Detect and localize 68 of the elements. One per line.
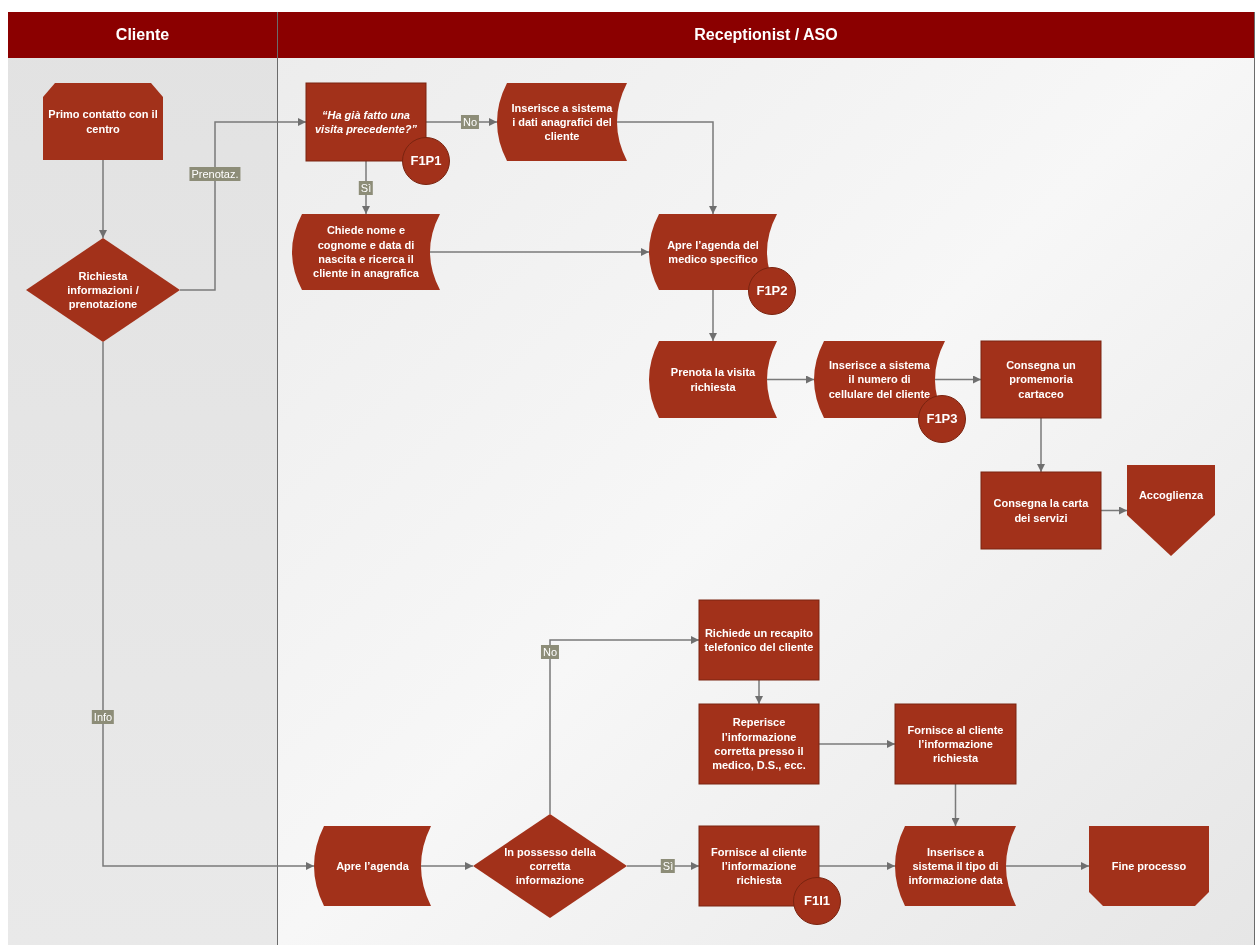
data-shape — [895, 826, 1016, 906]
node-label: Fornisce al cliente l’informazione richiesta — [906, 722, 1005, 766]
node-label: Inserisce a sistema il numero di cellulare del cliente — [827, 358, 932, 401]
process-box — [981, 341, 1101, 418]
reference-circle — [793, 877, 841, 925]
node-label: Chiede nome e cognome e data di nascita e ricerca il cliente in anagrafica — [312, 223, 420, 281]
process-box — [699, 704, 819, 784]
node-label: Accoglienza — [1138, 488, 1204, 503]
edge-label: No — [540, 645, 560, 659]
arrow — [102, 341, 315, 870]
decision-diamond — [473, 814, 627, 918]
arrow — [1100, 506, 1128, 515]
node-label: Fine processo — [1111, 858, 1187, 874]
process-box — [699, 600, 819, 680]
node-label: “Ha già fatto una visita precedente?” — [313, 107, 419, 137]
node-label: F1P2 — [756, 282, 788, 300]
node-label: F1P3 — [926, 410, 958, 428]
arrow — [420, 862, 474, 870]
arrow — [616, 121, 717, 215]
arrow — [709, 289, 717, 342]
data-shape — [649, 341, 777, 418]
node-label: Consegna la carta dei servizi — [992, 496, 1090, 525]
arrow — [429, 248, 650, 256]
arrow — [951, 783, 960, 827]
node-label: Prenota la visita richiesta — [669, 365, 757, 394]
arrow — [179, 118, 307, 291]
lane-header: Receptionist / ASO — [278, 12, 1254, 58]
node-label: Consegna un promemoria cartaceo — [1005, 358, 1077, 401]
arrow — [1005, 862, 1090, 870]
arrow — [818, 740, 896, 748]
data-shape — [292, 214, 440, 290]
edge-label: No — [460, 115, 480, 129]
node-label: Primo contatto con il centro — [48, 107, 158, 136]
node-label: Inserisce a sistema il tipo di informazione data — [907, 844, 1004, 888]
node-label: Inserisce a sistema i dati anagrafici del cliente — [510, 100, 614, 144]
edge-label: Sì — [358, 181, 374, 195]
reference-circle — [402, 137, 450, 185]
edge-label: Prenotaz. — [189, 167, 241, 181]
reference-circle — [748, 267, 796, 315]
node-label: Apre l’agenda del medico specifico — [666, 237, 760, 267]
data-shape — [497, 83, 627, 161]
swimlane — [8, 12, 278, 945]
node-label: In possesso della corretta informazione — [503, 844, 597, 888]
node-label: F1P1 — [410, 152, 442, 170]
node-label: Fornisce al cliente l’informazione richiesta — [710, 844, 808, 888]
arrow — [549, 636, 700, 815]
arrow — [99, 159, 107, 239]
process-box — [43, 83, 163, 160]
arrow — [766, 375, 815, 384]
node-label: Richiesta informazioni / prenotazione — [66, 268, 140, 312]
edge-label: Sì — [660, 859, 676, 873]
lane-header: Cliente — [8, 12, 277, 58]
arrow — [755, 679, 763, 705]
node-label: F1I1 — [804, 892, 830, 910]
process-box — [895, 704, 1016, 784]
node-label: Reperisce l’informazione corretta presso il medico, D.S., ecc. — [711, 715, 807, 773]
off-page-connector — [1127, 465, 1215, 556]
data-shape — [314, 826, 431, 906]
end-box — [1089, 826, 1209, 906]
arrow — [818, 862, 896, 870]
process-box — [981, 472, 1101, 549]
swimlane — [278, 12, 1255, 945]
edge-label: Info — [91, 710, 115, 724]
node-label: Apre l’agenda — [336, 858, 409, 874]
arrow — [1037, 417, 1045, 473]
arrow — [934, 375, 982, 384]
decision-diamond — [26, 238, 180, 342]
node-label: Richiede un recapito telefonico del cliente — [704, 625, 814, 655]
